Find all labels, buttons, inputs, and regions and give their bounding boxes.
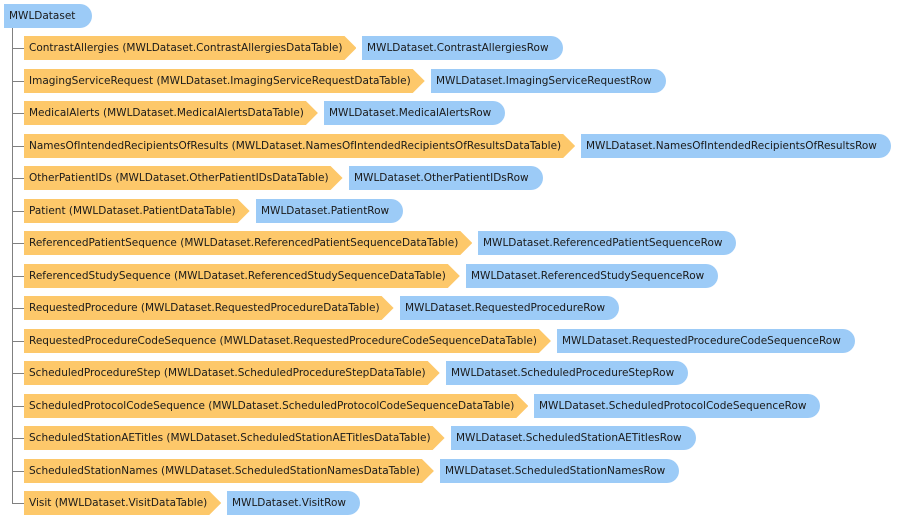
datatable-node[interactable]: NamesOfIntendedRecipientsOfResults (MWLD… (24, 134, 575, 158)
datatable-node[interactable]: RequestedProcedureCodeSequence (MWLDatas… (24, 329, 551, 353)
branch-connector (12, 81, 24, 82)
datatable-node[interactable]: MedicalAlerts (MWLDataset.MedicalAlertsD… (24, 101, 318, 125)
row-node[interactable]: MWLDataset.ReferencedPatientSequenceRow (478, 231, 737, 255)
datatable-node[interactable]: OtherPatientIDs (MWLDataset.OtherPatient… (24, 166, 343, 190)
branch-connector (12, 178, 24, 179)
row-node[interactable]: MWLDataset.RequestedProcedureRow (400, 296, 620, 320)
branch-connector (12, 211, 24, 212)
branch-connector (12, 308, 24, 309)
branch-connector (12, 113, 24, 114)
branch-connector (12, 373, 24, 374)
row-node[interactable]: MWLDataset.PatientRow (256, 199, 404, 223)
datatable-node[interactable]: ScheduledStationAETitles (MWLDataset.Sch… (24, 426, 445, 450)
row-node[interactable]: MWLDataset.ReferencedStudySequenceRow (466, 264, 719, 288)
row-node[interactable]: MWLDataset.MedicalAlertsRow (324, 101, 506, 125)
datatable-node[interactable]: Patient (MWLDataset.PatientDataTable) (24, 199, 250, 223)
branch-connector (12, 146, 24, 147)
row-node[interactable]: MWLDataset.OtherPatientIDsRow (349, 166, 543, 190)
branch-connector (12, 341, 24, 342)
row-node[interactable]: MWLDataset.NamesOfIntendedRecipientsOfRe… (581, 134, 891, 158)
root-node[interactable]: MWLDataset (4, 4, 92, 28)
row-node[interactable]: MWLDataset.ContrastAllergiesRow (362, 36, 563, 60)
row-node[interactable]: MWLDataset.VisitRow (227, 491, 360, 515)
tree-connector (12, 28, 13, 504)
branch-connector (12, 243, 24, 244)
row-node[interactable]: MWLDataset.ImagingServiceRequestRow (431, 69, 666, 93)
row-node[interactable]: MWLDataset.ScheduledStationNamesRow (440, 459, 680, 483)
branch-connector (12, 471, 24, 472)
branch-connector (12, 48, 24, 49)
datatable-node[interactable]: ContrastAllergies (MWLDataset.ContrastAl… (24, 36, 356, 60)
row-node[interactable]: MWLDataset.ScheduledProtocolCodeSequence… (534, 394, 821, 418)
datatable-node[interactable]: ScheduledStationNames (MWLDataset.Schedu… (24, 459, 434, 483)
branch-connector (12, 276, 24, 277)
row-node[interactable]: MWLDataset.ScheduledStationAETitlesRow (451, 426, 696, 450)
row-node[interactable]: MWLDataset.ScheduledProcedureStepRow (446, 361, 689, 385)
branch-connector (12, 503, 24, 504)
datatable-node[interactable]: ScheduledProcedureStep (MWLDataset.Sched… (24, 361, 440, 385)
branch-connector (12, 406, 24, 407)
datatable-node[interactable]: ReferencedPatientSequence (MWLDataset.Re… (24, 231, 472, 255)
datatable-node[interactable]: RequestedProcedure (MWLDataset.Requested… (24, 296, 394, 320)
branch-connector (12, 438, 24, 439)
datatable-node[interactable]: ScheduledProtocolCodeSequence (MWLDatase… (24, 394, 528, 418)
datatable-node[interactable]: ReferencedStudySequence (MWLDataset.Refe… (24, 264, 460, 288)
datatable-node[interactable]: ImagingServiceRequest (MWLDataset.Imagin… (24, 69, 425, 93)
datatable-node[interactable]: Visit (MWLDataset.VisitDataTable) (24, 491, 221, 515)
row-node[interactable]: MWLDataset.RequestedProcedureCodeSequenc… (557, 329, 855, 353)
